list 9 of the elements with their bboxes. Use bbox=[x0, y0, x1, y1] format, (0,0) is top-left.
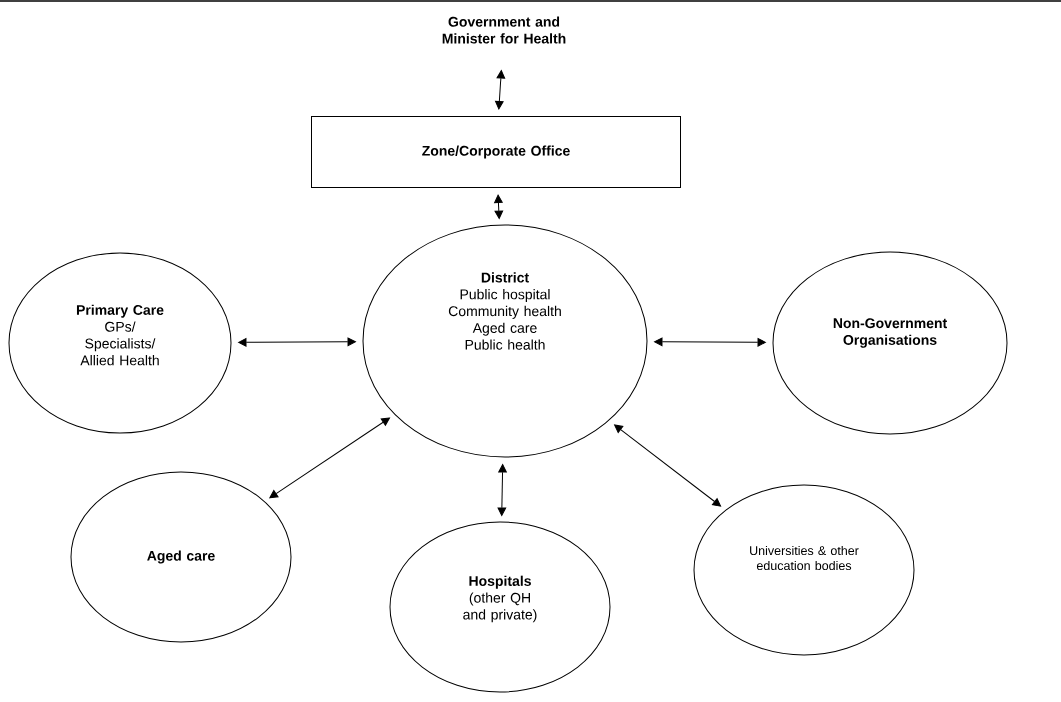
arrow bbox=[269, 417, 390, 499]
arrow bbox=[654, 337, 766, 347]
arrow bbox=[495, 70, 506, 110]
arrow bbox=[238, 337, 356, 347]
arrow bbox=[614, 424, 722, 507]
heading-text: Government and Minister for Health bbox=[442, 16, 566, 44]
office-box: Zone/Corporate Office bbox=[311, 116, 681, 188]
arrow bbox=[497, 464, 507, 516]
arrow bbox=[494, 194, 504, 219]
